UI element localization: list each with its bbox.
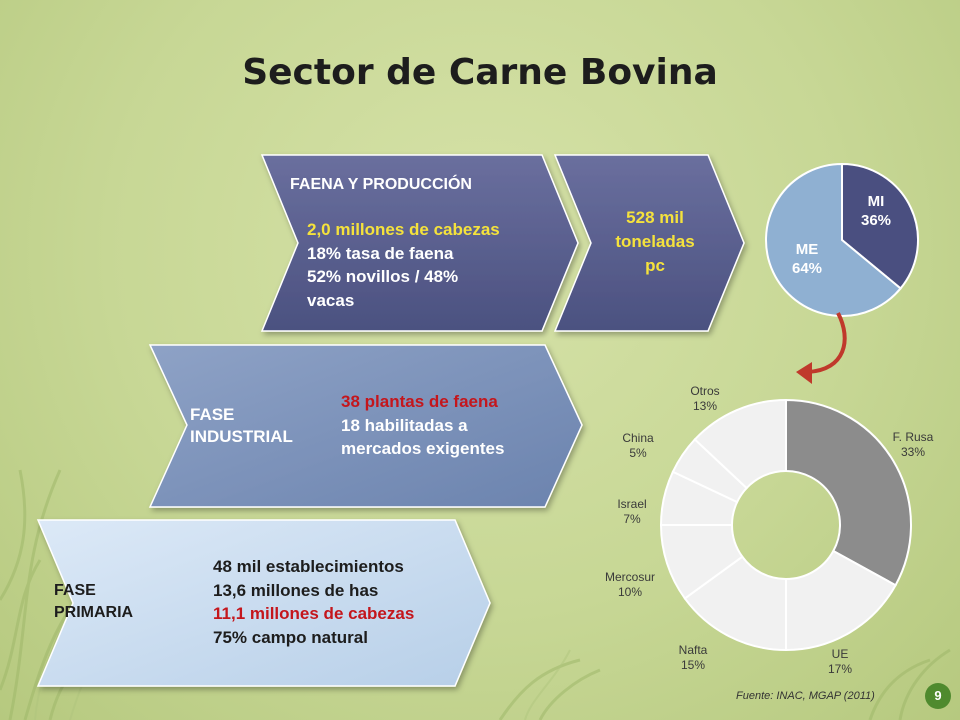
- industrial-details: 38 plantas de faena 18 habilitadas a mer…: [341, 390, 561, 461]
- industrial-line-1: 38 plantas de faena: [341, 392, 498, 411]
- faena-details: 2,0 millones de cabezas 18% tasa de faen…: [307, 218, 567, 312]
- page-number-badge: 9: [925, 683, 951, 709]
- export-donut-chart: [659, 398, 912, 652]
- primaria-label-line-1: FASE: [54, 582, 96, 599]
- donut-label-otros: Otros 13%: [680, 384, 730, 414]
- industrial-line-3: mercados exigentes: [341, 439, 505, 458]
- primaria-line-1: 48 mil establecimientos: [213, 557, 404, 576]
- donut-label-mercosur-name: Mercosur: [604, 570, 655, 584]
- donut-label-nafta-name: Nafta: [678, 643, 708, 657]
- source-note: Fuente: INAC, MGAP (2011): [736, 690, 875, 702]
- donut-label-israel-name: Israel: [617, 497, 647, 511]
- pie-label-me: ME 64%: [787, 240, 827, 278]
- donut-slice-otros: [693, 398, 787, 490]
- pie-label-mi-name: MI: [867, 193, 885, 210]
- faena-label: FAENA Y PRODUCCIÓN: [290, 176, 472, 193]
- curved-arrow-icon: [807, 312, 847, 374]
- donut-label-israel: Israel 7%: [608, 497, 656, 527]
- donut-label-ue-name: UE: [831, 647, 849, 661]
- page-title: Sector de Carne Bovina: [242, 52, 718, 93]
- pie-label-me-name: ME: [795, 241, 819, 258]
- donut-label-frusa-name: F. Rusa: [892, 430, 934, 444]
- donut-slice-f-rusa: [785, 398, 912, 587]
- market-pie-chart: [765, 162, 919, 317]
- faena-line-2: 18% tasa de faena: [307, 243, 454, 263]
- donut-label-mercosur: Mercosur 10%: [596, 570, 664, 600]
- donut-label-otros-name: Otros: [690, 384, 720, 398]
- donut-label-china-value: 5%: [629, 446, 647, 460]
- donut-label-nafta-value: 15%: [680, 658, 706, 672]
- production-line-1: 528 mil: [626, 208, 684, 227]
- production-line-3: pc: [645, 256, 665, 275]
- faena-line-1: 2,0 millones de cabezas: [307, 220, 500, 239]
- donut-label-nafta: Nafta 15%: [668, 643, 718, 673]
- pie-label-me-value: 64%: [791, 260, 823, 277]
- production-line-2: toneladas: [615, 232, 695, 251]
- industrial-label-line-2: INDUSTRIAL: [190, 427, 293, 446]
- primaria-line-3: 11,1 millones de cabezas: [213, 604, 415, 623]
- market-pie-slice-me: [765, 162, 902, 317]
- donut-slice-ue: [785, 549, 897, 652]
- pie-label-mi: MI 36%: [856, 192, 896, 230]
- donut-label-otros-value: 13%: [692, 399, 718, 413]
- faena-line-3: 52% novillos / 48%: [307, 267, 459, 286]
- arrow-head-icon: [796, 362, 812, 384]
- donut-label-frusa: F. Rusa 33%: [880, 430, 946, 460]
- production-text: 528 mil toneladas pc: [595, 206, 715, 278]
- faena-line-4: vacas: [307, 290, 355, 310]
- donut-label-mercosur-value: 10%: [617, 585, 643, 599]
- primaria-label-line-2: PRIMARIA: [54, 604, 134, 621]
- pie-label-mi-value: 36%: [860, 212, 892, 229]
- primaria-details: 48 mil establecimientos 13,6 millones de…: [213, 555, 473, 649]
- primaria-label: FASE PRIMARIA: [54, 580, 133, 624]
- market-pie-slice-mi: [841, 162, 919, 290]
- industrial-label-line-1: FASE: [190, 405, 235, 424]
- industrial-label: FASE INDUSTRIAL: [190, 404, 293, 448]
- donut-label-frusa-value: 33%: [900, 445, 926, 459]
- donut-label-ue-value: 17%: [827, 662, 853, 676]
- donut-label-china: China 5%: [614, 431, 662, 461]
- primaria-line-4: 75% campo natural: [213, 627, 368, 647]
- donut-label-ue: UE 17%: [815, 647, 865, 677]
- industrial-line-2: 18 habilitadas a: [341, 415, 468, 435]
- donut-label-israel-value: 7%: [623, 512, 641, 526]
- donut-label-china-name: China: [622, 431, 654, 445]
- primaria-line-2: 13,6 millones de has: [213, 580, 379, 600]
